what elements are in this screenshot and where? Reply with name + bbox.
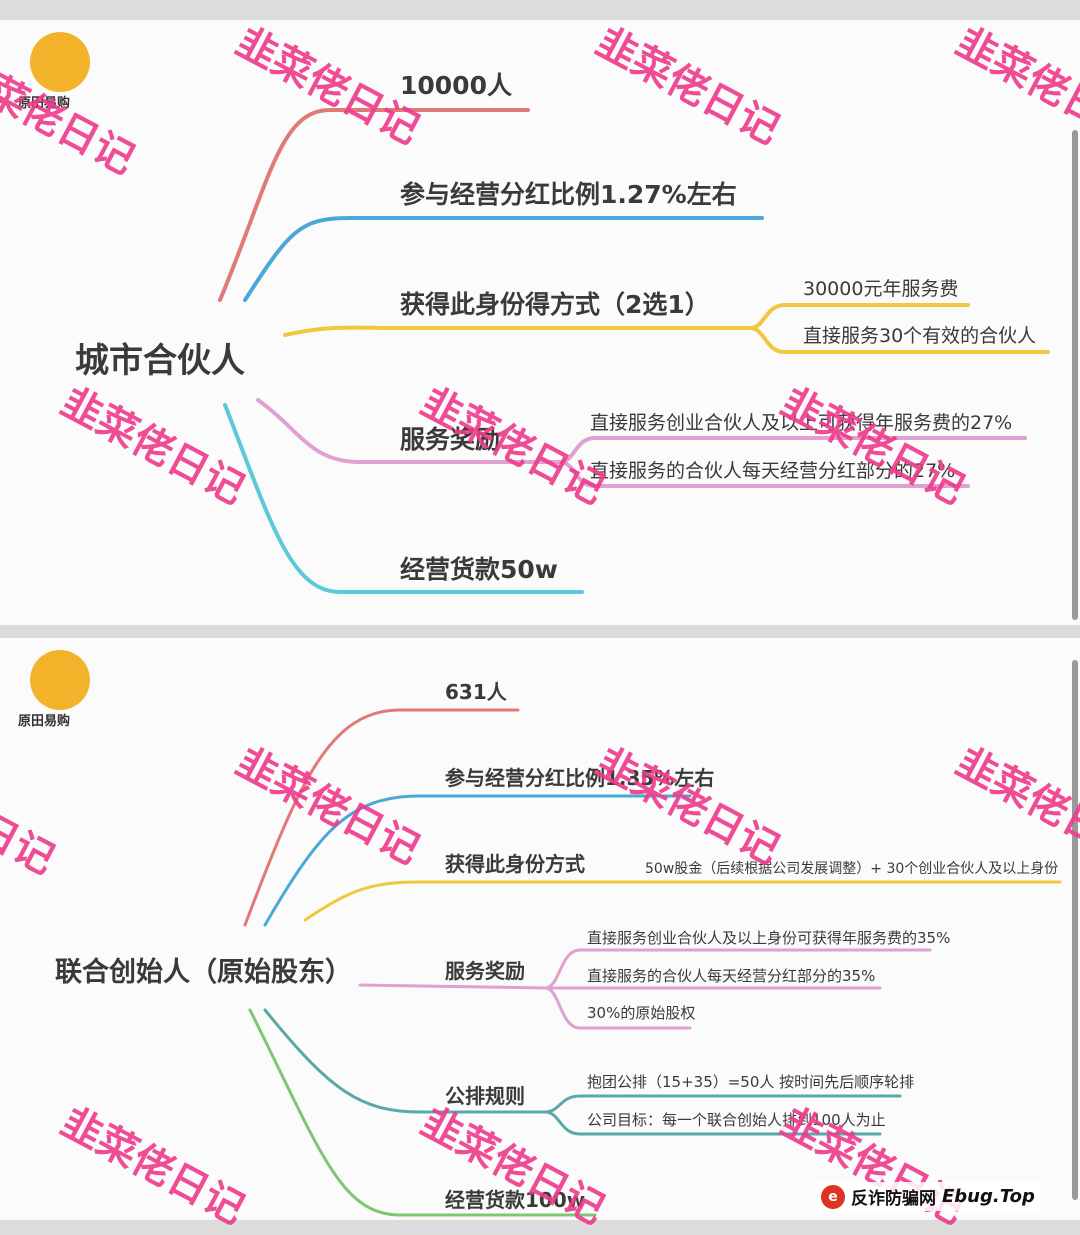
scrollbar[interactable] [1072,660,1078,1200]
root-node: 联合创始人（原始股东） [55,957,352,988]
brand-logo [30,650,90,710]
root-node: 城市合伙人 [75,341,245,381]
sub-node: 直接服务的合伙人每天经营分红部分的27% [590,460,956,482]
branch-line [283,303,1050,354]
branch-label: 经营货款50w [400,555,558,584]
footer-site: 反诈防骗网 [851,1189,936,1209]
sub-node: 30000元年服务费 [803,278,959,300]
branch-label: 10000人 [400,71,512,100]
brand-name: 原田易购 [18,96,71,111]
branch-line [243,708,520,927]
bottom-mindmap-panel [0,638,1080,1220]
branch-line [243,216,764,302]
footer-badge: e 反诈防骗网 Ebug.Top [815,1182,1041,1211]
branch-label: 获得此身份得方式（2选1） [400,290,710,319]
branch-line [263,794,692,927]
branch-line [303,880,1062,922]
sub-node: 直接服务创业合伙人及以上身份可获得年服务费的35% [587,929,951,947]
sub-node: 直接服务的合伙人每天经营分红部分的35% [587,967,876,985]
branch-line [358,948,932,1030]
sub-node: 直接服务创业合伙人及以上可获得年服务费的27% [590,412,1013,434]
branch-label: 经营货款100w [445,1188,586,1212]
branch-line [256,398,1027,488]
brand-name: 原田易购 [18,714,71,729]
top-mindmap-panel [0,20,1080,625]
branch-label: 631人 [445,680,507,704]
scrollbar[interactable] [1072,130,1078,620]
branch-label: 服务奖励 [400,425,501,454]
sub-node: 抱团公排（15+35）=50人 按时间先后顺序轮排 [587,1073,915,1091]
sub-node: 直接服务30个有效的合伙人 [803,325,1037,347]
branch-line [218,108,530,302]
branch-label: 参与经营分红比例1.27%左右 [400,180,737,209]
branch-label: 参与经营分红比例1.35%左右 [445,766,715,790]
branch-line [248,1008,597,1217]
branch-label: 公排规则 [445,1084,525,1108]
shield-icon: e [821,1184,845,1209]
sub-node: 30%的原始股权 [587,1004,696,1022]
branch-label: 获得此身份方式 [445,852,585,876]
branch-label: 服务奖励 [445,959,525,983]
branch-line [223,403,584,594]
branch-line [263,1008,902,1136]
sub-node: 公司目标：每一个联合创始人排到100人为止 [587,1111,886,1129]
footer-domain: Ebug.Top [942,1186,1035,1207]
brand-logo [30,32,90,92]
sub-node: 50w股金（后续根据公司发展调整）+ 30个创业合伙人及以上身份 [645,861,1059,877]
